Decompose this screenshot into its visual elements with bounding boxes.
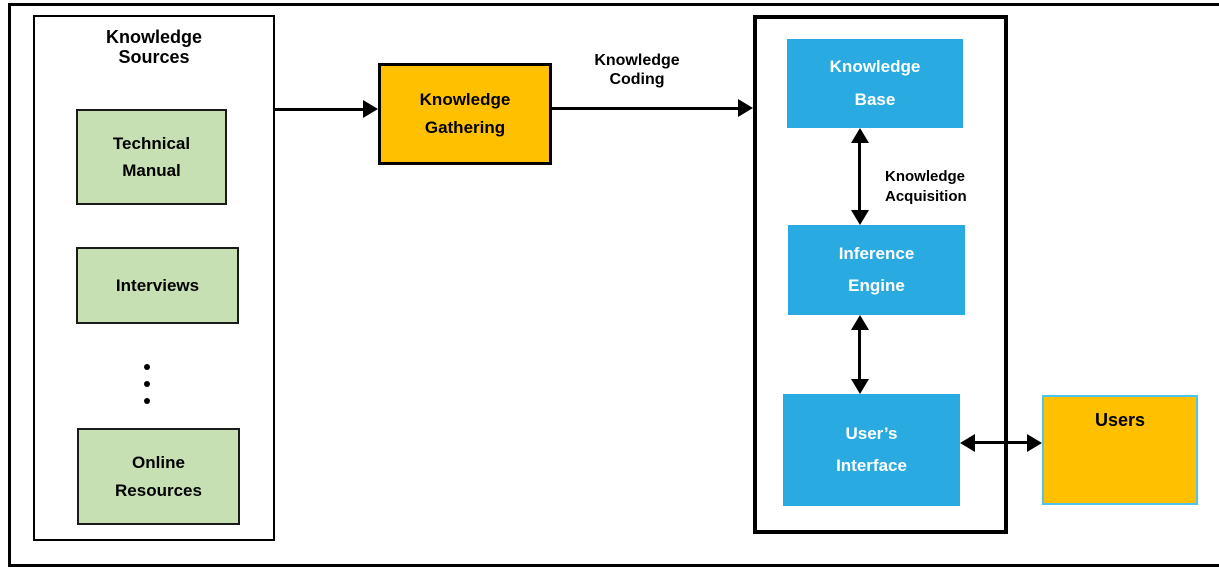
outer-frame xyxy=(8,3,1219,567)
arrow-ie-ui-head-down xyxy=(851,379,869,394)
knowledge-base-box: Knowledge Base xyxy=(787,39,963,128)
inference-engine-box: Inference Engine xyxy=(788,225,965,315)
expert-system-panel: Knowledge Base Knowledge Acquisition Inf… xyxy=(753,15,1008,534)
ellipsis-dot xyxy=(144,398,150,404)
arrow-sources-to-gathering-shaft xyxy=(275,108,364,111)
users-box: Users xyxy=(1042,395,1198,505)
arrow-kb-ie-shaft xyxy=(858,141,861,212)
inference-engine-label: Inference Engine xyxy=(838,243,915,295)
knowledge-base-label: Knowledge Base xyxy=(829,57,921,109)
arrow-kb-ie-head-up xyxy=(851,128,869,143)
source-box-label: Technical Manual xyxy=(112,133,191,180)
arrow-gathering-to-system-shaft xyxy=(552,107,739,110)
source-box-online-resources: Online Resources xyxy=(77,428,240,525)
ellipsis-dot xyxy=(144,364,150,370)
source-box-technical-manual: Technical Manual xyxy=(76,109,227,205)
arrow-kb-ie-head-down xyxy=(851,210,869,225)
arrow-ie-ui-shaft xyxy=(858,328,861,381)
knowledge-acquisition-label: Knowledge Acquisition xyxy=(885,168,967,205)
knowledge-gathering-box: Knowledge Gathering xyxy=(378,63,552,165)
user-interface-box: User’s Interface xyxy=(783,394,960,506)
arrow-ie-ui-head-up xyxy=(851,315,869,330)
arrow-ui-users-head-right xyxy=(1027,434,1042,452)
knowledge-coding-label: Knowledge Coding xyxy=(594,52,680,88)
knowledge-sources-title: Knowledge Sources xyxy=(105,27,202,68)
users-label: Users xyxy=(1094,410,1146,430)
user-interface-label: User’s Interface xyxy=(836,423,907,475)
source-box-interviews: Interviews xyxy=(76,247,239,324)
knowledge-sources-panel: Knowledge Sources Technical Manual Inter… xyxy=(33,15,275,541)
source-box-label: Online Resources xyxy=(115,453,202,500)
vertical-ellipsis-icon xyxy=(144,364,150,415)
arrow-ui-users-head-left xyxy=(960,434,975,452)
arrow-gathering-to-system-head xyxy=(738,99,753,117)
source-box-label: Interviews xyxy=(115,275,200,295)
arrow-ui-users-shaft xyxy=(973,441,1029,444)
knowledge-gathering-label: Knowledge Gathering xyxy=(419,89,511,137)
arrow-sources-to-gathering-head xyxy=(363,100,378,118)
ellipsis-dot xyxy=(144,381,150,387)
